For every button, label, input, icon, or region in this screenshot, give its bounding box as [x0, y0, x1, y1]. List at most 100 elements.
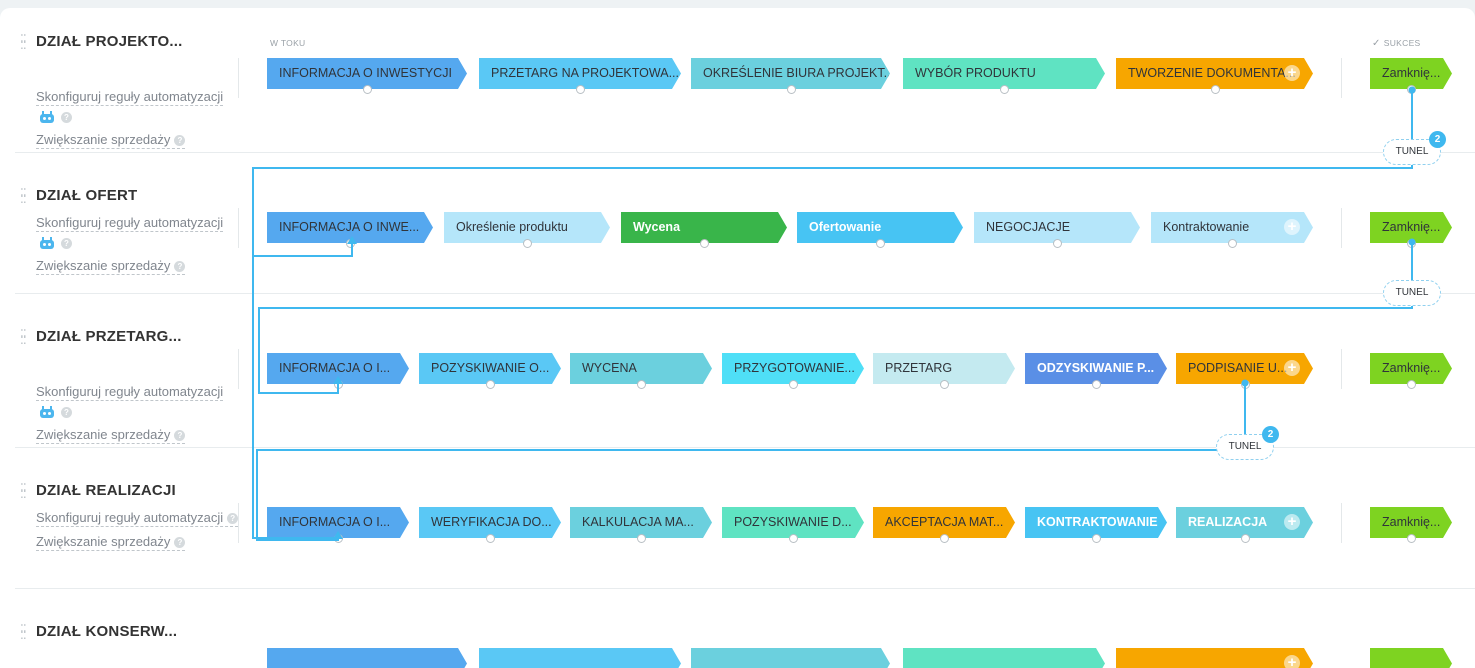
help-icon[interactable]: ? [61, 112, 72, 123]
help-icon[interactable]: ? [61, 407, 72, 418]
stage-chip[interactable]: PRZETARG NA PROJEKTOWA... [479, 58, 681, 89]
funnel-title[interactable]: DZIAŁ OFERT [36, 187, 138, 204]
stage-connector-dot[interactable] [1053, 239, 1062, 248]
robot-icon[interactable] [39, 237, 55, 249]
stage-connector-dot[interactable] [523, 239, 532, 248]
stage-chip[interactable] [479, 648, 681, 668]
sales-boost-link[interactable]: Zwiększanie sprzedaży? [36, 427, 186, 444]
stage-connector-dot[interactable] [486, 380, 495, 389]
stage-connector-dot[interactable] [700, 239, 709, 248]
divider [1341, 208, 1342, 248]
pipeline-board: W TOKU ✓ SUKCES ⁚⁚⁚⁚ DZIAŁ PROJEKTO... S… [0, 8, 1475, 668]
sales-boost-label: Zwiększanie sprzedaży [36, 427, 171, 442]
stage-connector-dot[interactable] [1407, 380, 1416, 389]
drag-handle-icon[interactable]: ⁚⁚⁚⁚ [20, 481, 27, 501]
stage-connector-dot[interactable] [1210, 85, 1220, 94]
funnel-title[interactable]: DZIAŁ PROJEKTO... [36, 33, 183, 50]
tunnel-count-badge: 2 [1262, 426, 1279, 443]
add-stage-icon[interactable]: + [1284, 655, 1300, 668]
stage-connector-dot[interactable] [334, 380, 343, 389]
stage-connector-dot[interactable] [576, 85, 585, 94]
stage-connector-dot[interactable] [1092, 380, 1101, 389]
stage-connector-dot[interactable] [876, 239, 885, 248]
automation-rules-link[interactable]: Skonfiguruj reguły automatyzacji [36, 89, 224, 106]
help-icon[interactable]: ? [174, 537, 186, 549]
stage-chip[interactable] [267, 648, 467, 668]
stage-connector-dot[interactable] [334, 534, 343, 543]
sales-boost-link[interactable]: Zwiększanie sprzedaży? [36, 258, 186, 275]
success-stage-chip[interactable]: Zamknię... [1370, 58, 1452, 89]
stage-chip[interactable] [691, 648, 890, 668]
sales-boost-link[interactable]: Zwiększanie sprzedaży? [36, 132, 186, 149]
section-separator [15, 588, 1475, 589]
tunnel-pill[interactable]: TUNEL [1383, 280, 1441, 306]
automation-rules-label: Skonfiguruj reguły automatyzacji [36, 510, 224, 525]
stage-connector-dot[interactable] [1228, 239, 1237, 248]
add-stage-icon[interactable]: + [1284, 514, 1300, 530]
stage-chip[interactable]: TWORZENIE DOKUMENTA... [1116, 58, 1313, 89]
stage-connector-dot[interactable] [346, 239, 355, 248]
robot-icon[interactable] [39, 406, 55, 418]
sales-boost-link[interactable]: Zwiększanie sprzedaży? [36, 534, 186, 551]
stage-connector-dot[interactable] [786, 85, 796, 94]
drag-handle-icon[interactable]: ⁚⁚⁚⁚ [20, 622, 27, 642]
tunnel-count-badge: 2 [1429, 131, 1446, 148]
stage-connector-dot[interactable] [1240, 534, 1250, 543]
stage-connector-dot[interactable] [637, 534, 646, 543]
stage-connector-dot[interactable] [1407, 239, 1416, 248]
tunnel-pill[interactable]: TUNEL [1216, 434, 1274, 460]
success-stage-chip[interactable] [1370, 648, 1452, 668]
section-separator [15, 293, 1475, 294]
divider [238, 503, 239, 543]
add-stage-icon[interactable]: + [1284, 219, 1300, 235]
section-separator [15, 152, 1475, 153]
in-progress-header: W TOKU [270, 38, 306, 48]
stage-connector-dot[interactable] [1407, 534, 1416, 543]
success-header: ✓ SUKCES [1372, 38, 1421, 49]
stage-connector-dot[interactable] [789, 534, 798, 543]
automation-rules-link[interactable]: Skonfiguruj reguły automatyzacji [36, 384, 224, 401]
help-icon[interactable]: ? [174, 135, 186, 147]
drag-handle-icon[interactable]: ⁚⁚⁚⁚ [20, 32, 27, 52]
sales-boost-label: Zwiększanie sprzedaży [36, 132, 171, 147]
stage-chip[interactable]: INFORMACJA O INWESTYCJI [267, 58, 467, 89]
check-icon: ✓ [1372, 38, 1384, 49]
drag-handle-icon[interactable]: ⁚⁚⁚⁚ [20, 327, 27, 347]
sales-boost-label: Zwiększanie sprzedaży [36, 258, 171, 273]
stage-connector-dot[interactable] [1092, 534, 1101, 543]
drag-handle-icon[interactable]: ⁚⁚⁚⁚ [20, 186, 27, 206]
stage-chip[interactable]: WYBÓR PRODUKTU [903, 58, 1105, 89]
funnel-title[interactable]: DZIAŁ KONSERW... [36, 623, 178, 640]
robot-icon[interactable] [39, 111, 55, 123]
stage-chip[interactable] [903, 648, 1105, 668]
stage-connector-dot[interactable] [637, 380, 646, 389]
help-icon[interactable]: ? [174, 261, 186, 273]
stage-connector-dot[interactable] [789, 380, 798, 389]
stage-connector-dot[interactable] [940, 534, 949, 543]
automation-rules-link[interactable]: Skonfiguruj reguły automatyzacji [36, 215, 224, 232]
divider [1341, 58, 1342, 98]
sales-boost-label: Zwiększanie sprzedaży [36, 534, 171, 549]
funnel-title[interactable]: DZIAŁ PRZETARG... [36, 328, 182, 345]
automation-rules-link[interactable]: Skonfiguruj reguły automatyzacji? [36, 510, 239, 527]
success-header-label: SUKCES [1383, 38, 1421, 48]
divider [1341, 503, 1342, 543]
divider [238, 349, 239, 389]
help-icon[interactable]: ? [61, 238, 72, 249]
stage-connector-dot[interactable] [1240, 380, 1250, 389]
stage-chip[interactable]: OKREŚLENIE BIURA PROJEKT... [691, 58, 890, 89]
add-stage-icon[interactable]: + [1284, 360, 1300, 376]
stage-connector-dot[interactable] [363, 85, 372, 94]
divider [1341, 349, 1342, 389]
divider [238, 208, 239, 248]
stage-connector-dot[interactable] [940, 380, 949, 389]
divider [238, 58, 239, 98]
stage-connector-dot[interactable] [1407, 85, 1416, 94]
add-stage-icon[interactable]: + [1284, 65, 1300, 81]
help-icon[interactable]: ? [174, 430, 186, 442]
funnel-title[interactable]: DZIAŁ REALIZACJI [36, 482, 176, 499]
stage-connector-dot[interactable] [486, 534, 495, 543]
tunnel-connectors [252, 86, 1416, 541]
help-icon[interactable]: ? [227, 513, 239, 525]
stage-connector-dot[interactable] [1000, 85, 1009, 94]
